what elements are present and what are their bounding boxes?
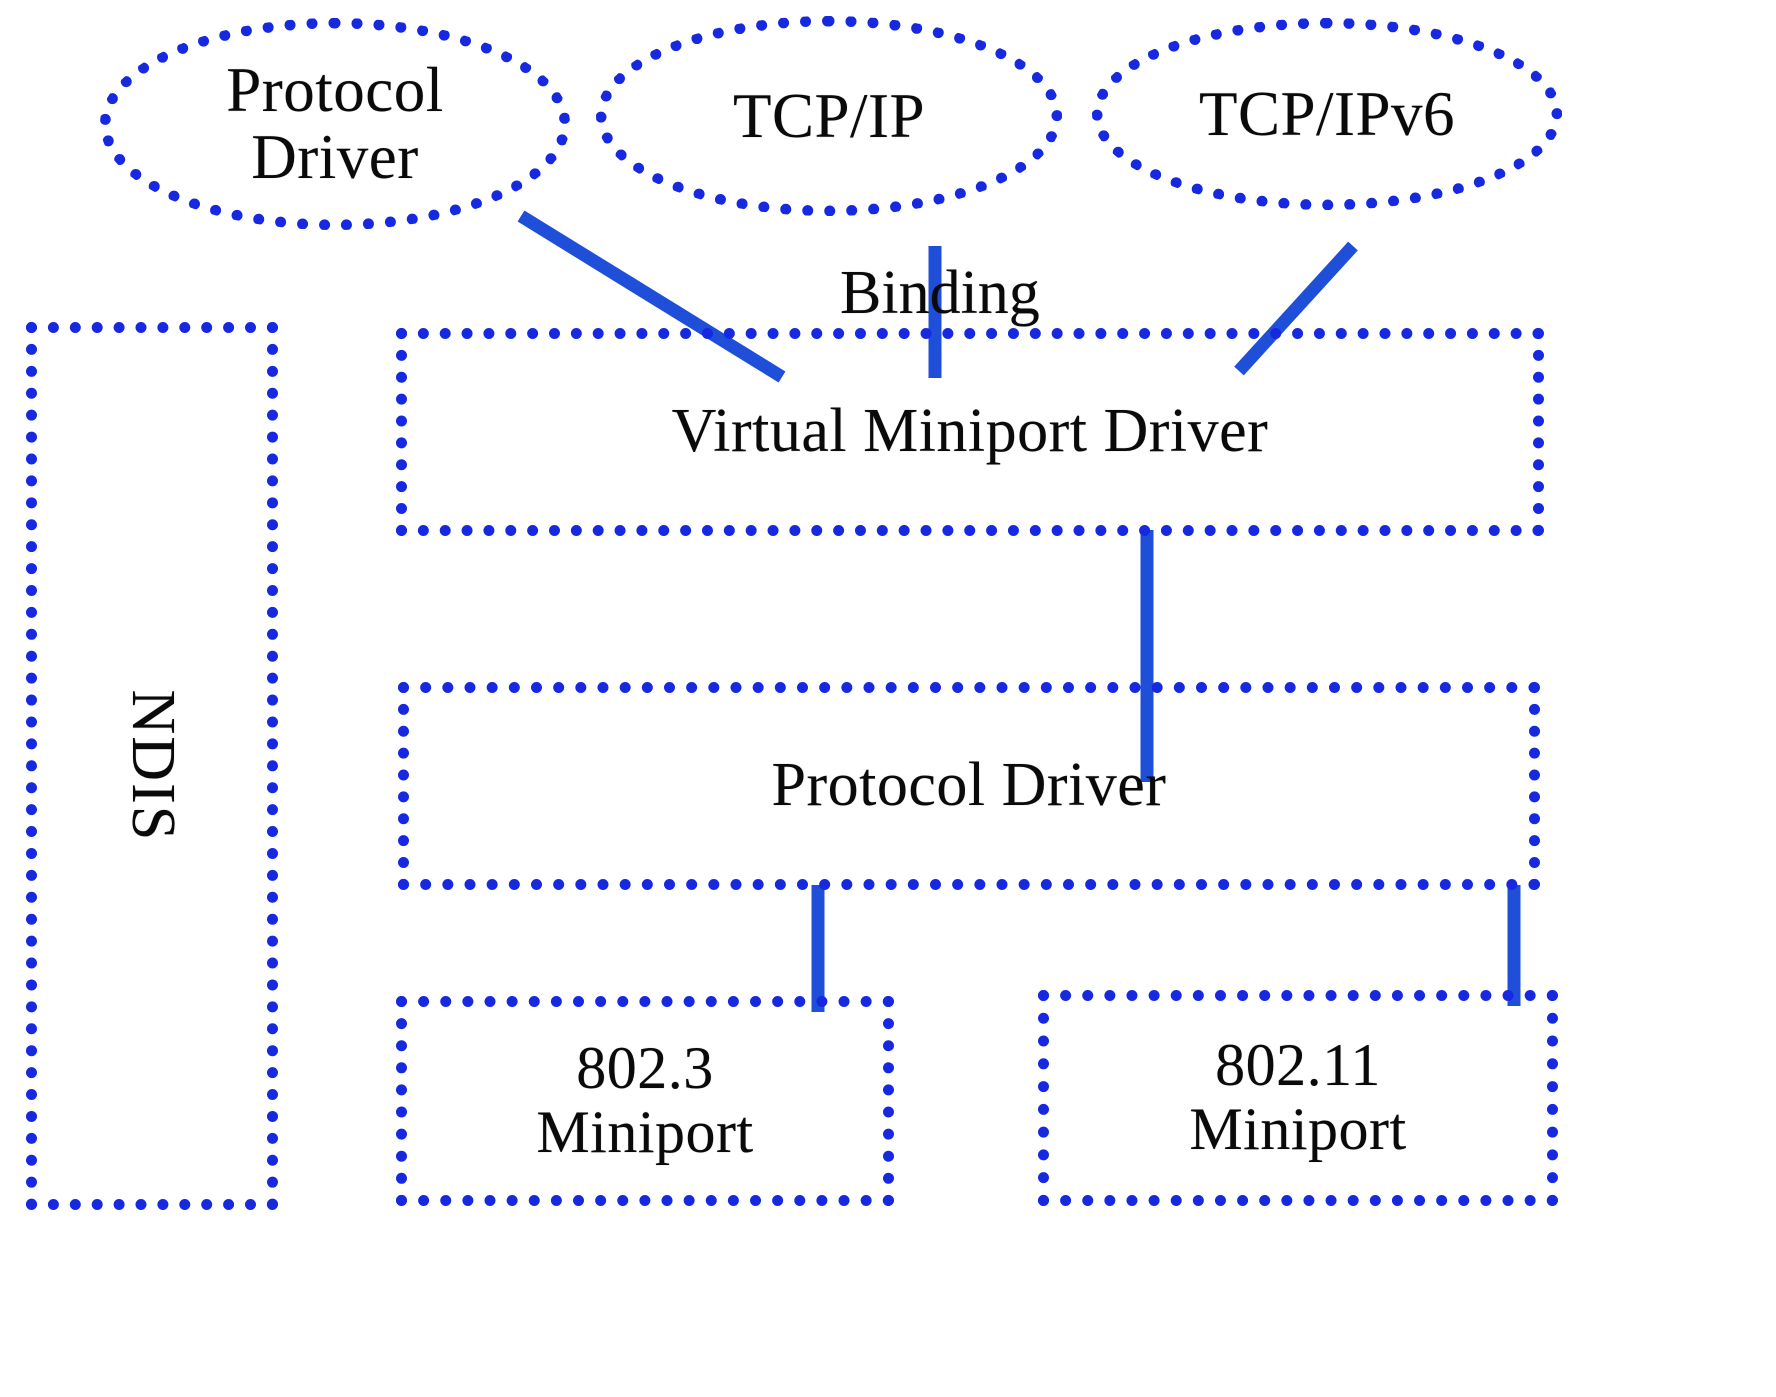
box-miniport-8023-label: 802.3 Miniport bbox=[536, 1035, 754, 1165]
box-miniport-80211-label: 802.11 Miniport bbox=[1189, 1032, 1407, 1162]
box-miniport-80211[interactable]: 802.11 Miniport bbox=[1038, 990, 1558, 1206]
box-virtual-miniport-driver[interactable]: Virtual Miniport Driver bbox=[396, 328, 1544, 536]
box-protocol-driver-label: Protocol Driver bbox=[771, 751, 1167, 820]
box-ndis[interactable]: NDIS bbox=[26, 322, 278, 1210]
binding-annotation-label: Binding bbox=[840, 259, 1040, 327]
ellipse-tcpipv6[interactable]: TCP/IPv6 bbox=[1092, 18, 1562, 210]
box-ndis-label: NDIS bbox=[118, 689, 187, 843]
ellipse-tcpip-label: TCP/IP bbox=[732, 80, 926, 151]
ellipse-tcpip[interactable]: TCP/IP bbox=[596, 16, 1062, 216]
box-virtual-miniport-driver-label: Virtual Miniport Driver bbox=[671, 397, 1269, 466]
box-protocol-driver[interactable]: Protocol Driver bbox=[398, 682, 1540, 890]
ellipse-protocol-driver-label: Protocol Driver bbox=[226, 55, 444, 192]
box-miniport-8023[interactable]: 802.3 Miniport bbox=[396, 996, 894, 1206]
ellipse-protocol-driver[interactable]: Protocol Driver bbox=[100, 18, 570, 230]
ellipse-tcpipv6-label: TCP/IPv6 bbox=[1198, 78, 1456, 149]
